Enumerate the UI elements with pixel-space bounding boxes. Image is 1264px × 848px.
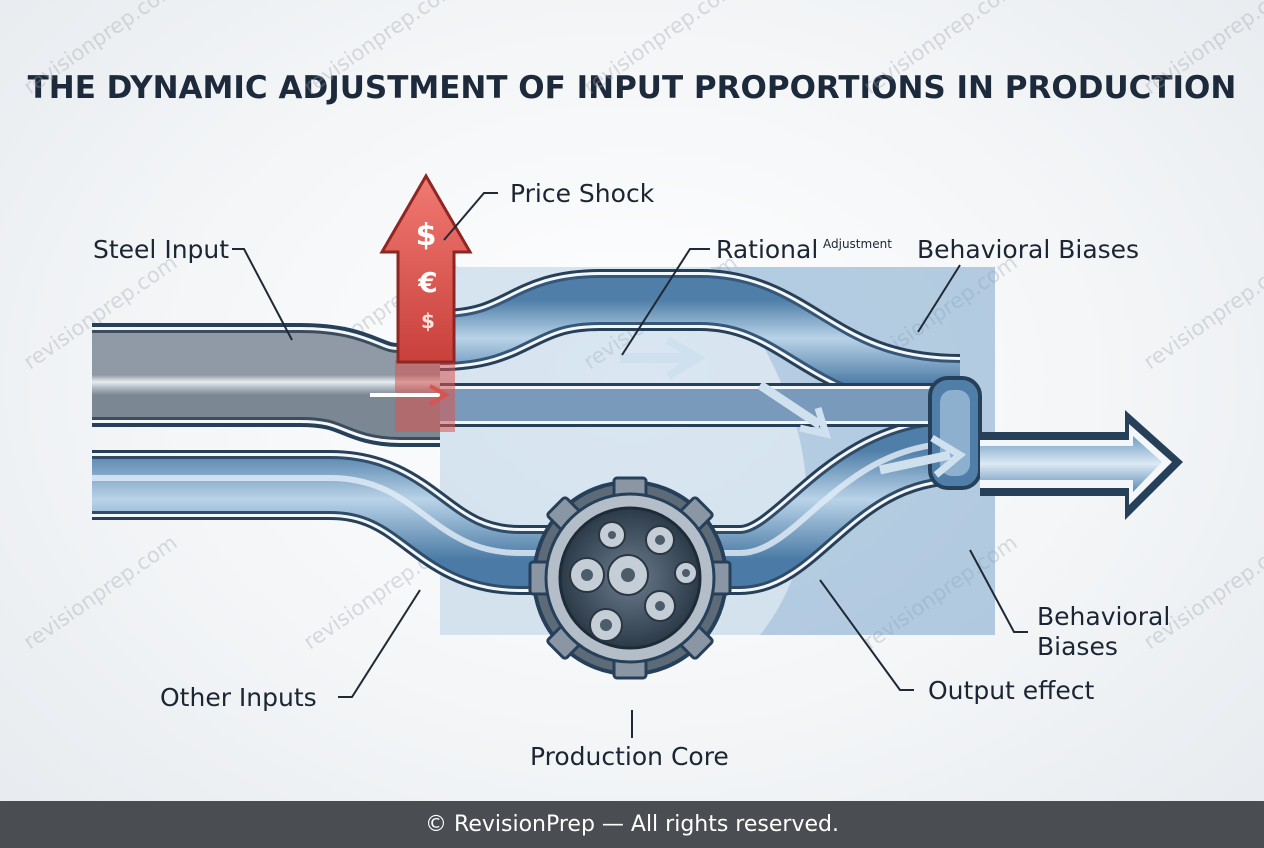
right-arrow-icon xyxy=(980,410,1183,520)
watermark: revisionprep.com xyxy=(579,0,742,99)
price-symbol: € xyxy=(417,266,437,299)
label-output-effect: Output effect xyxy=(928,676,1095,705)
page-title: THE DYNAMIC ADJUSTMENT OF INPUT PROPORTI… xyxy=(27,70,1237,106)
watermark: revisionprep.com xyxy=(859,0,1022,99)
label-other-inputs: Other Inputs xyxy=(160,683,317,712)
price-symbol: $ xyxy=(416,218,437,253)
label-price-shock: Price Shock xyxy=(510,179,655,208)
watermark: revisionprep.com xyxy=(1139,530,1264,654)
production-flow-diagram: revisionprep.com revisionprep.com revisi… xyxy=(19,0,1264,771)
shock-flow-arrowhead xyxy=(429,384,451,406)
gears-icon xyxy=(528,476,732,680)
label-adjustment: Adjustment xyxy=(823,237,892,251)
flow-arrows xyxy=(620,336,967,478)
price-symbol: $ xyxy=(421,309,435,333)
steel-input-pipe xyxy=(92,323,440,447)
label-rational: Rational xyxy=(716,235,818,264)
label-production-core: Production Core xyxy=(530,742,729,771)
watermark: revisionprep.com xyxy=(1139,0,1264,99)
label-behavioral-biases-top: Behavioral Biases xyxy=(917,235,1139,264)
label-behavioral-biases-bottom: Behavioral xyxy=(1037,602,1170,631)
up-arrow-icon: $ € $ xyxy=(379,173,473,364)
label-steel-input: Steel Input xyxy=(93,235,229,264)
watermark: revisionprep.com xyxy=(299,0,462,99)
other-inputs-pipe xyxy=(92,415,962,595)
watermark: revisionprep.com xyxy=(19,0,182,99)
watermark: revisionprep.com xyxy=(1139,250,1264,374)
leader-lines xyxy=(232,192,1028,738)
footer-copyright: © RevisionPrep — All rights reserved. xyxy=(0,801,1264,848)
watermark: revisionprep.com xyxy=(19,530,182,654)
label-behavioral-biases-bottom-2: Biases xyxy=(1037,632,1118,661)
rational-branch-pipe xyxy=(439,269,961,416)
